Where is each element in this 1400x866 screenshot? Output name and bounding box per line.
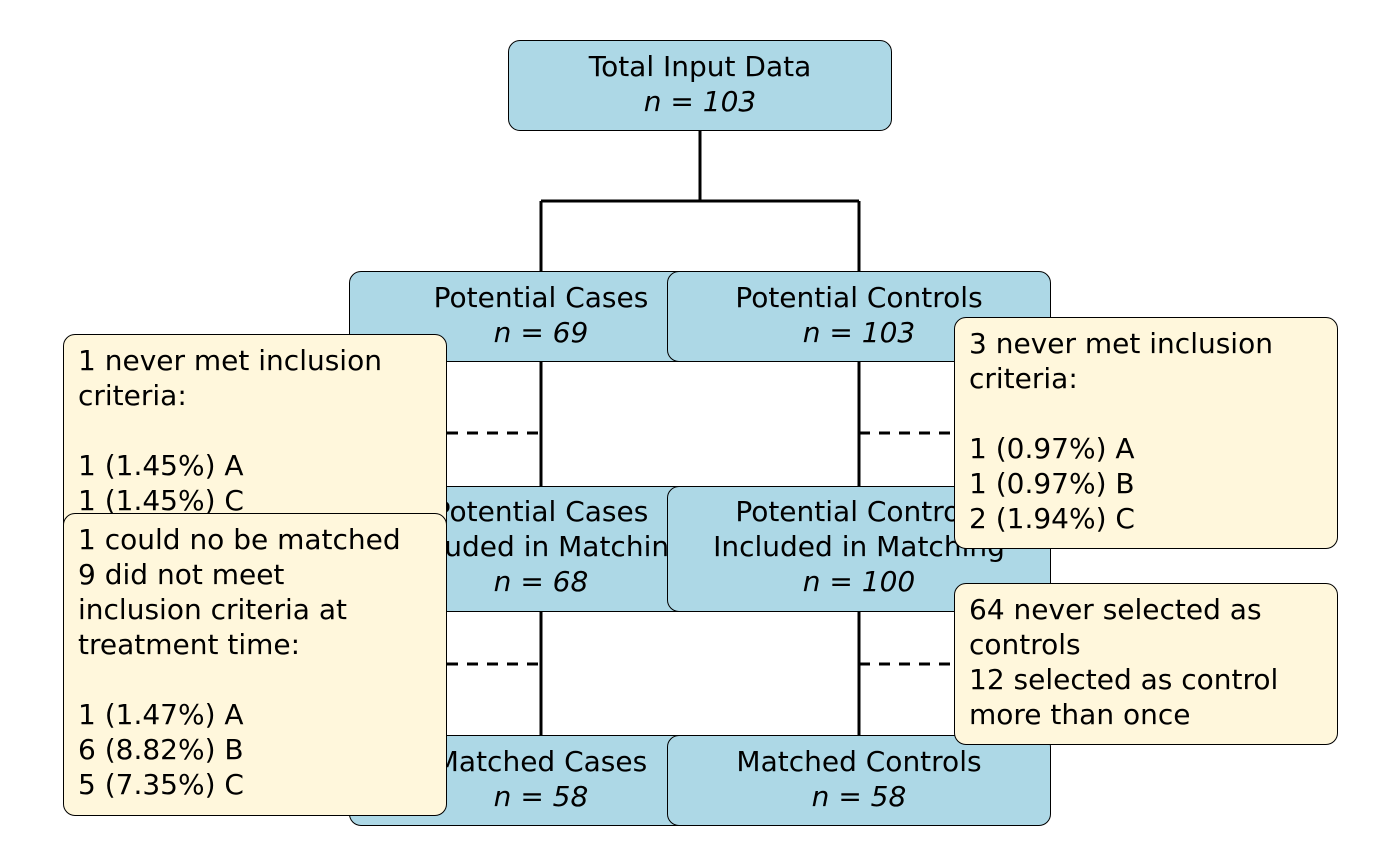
note-item: 1 (1.47%) A: [78, 698, 244, 731]
node-count: n = 103: [643, 85, 757, 118]
node-count: n = 103: [802, 316, 916, 349]
node-count: n = 69: [493, 316, 589, 349]
note-item: 1 (1.45%) C: [78, 484, 244, 517]
note-line: 9 did not meet: [78, 558, 285, 591]
node-title: Potential Cases: [433, 281, 649, 314]
node-title: Total Input Data: [588, 50, 812, 83]
cases-matching-exclusion-note: 1 could no be matched 9 did not meet inc…: [63, 513, 447, 816]
note-line: 1 could no be matched: [78, 523, 401, 556]
note-line: 64 never selected as: [969, 593, 1262, 626]
note-line: 12 selected as control: [969, 663, 1279, 696]
note-line: criteria:: [78, 379, 187, 412]
node-count: n = 58: [493, 780, 589, 813]
note-line: 3 never met inclusion: [969, 327, 1273, 360]
note-item: 1 (0.97%) A: [969, 432, 1135, 465]
controls-inclusion-exclusion-note: 3 never met inclusion criteria: 1 (0.97%…: [954, 317, 1338, 549]
note-item: 5 (7.35%) C: [78, 768, 244, 801]
note-line: treatment time:: [78, 628, 301, 661]
note-item: 6 (8.82%) B: [78, 733, 244, 766]
node-title: Matched Controls: [736, 745, 982, 778]
potential-controls-node: Potential Controls n = 103: [667, 271, 1051, 362]
node-count: n = 68: [493, 565, 589, 598]
controls-matching-exclusion-note: 64 never selected as controls 12 selecte…: [954, 583, 1338, 745]
node-count: n = 58: [811, 780, 907, 813]
node-count: n = 100: [802, 565, 916, 598]
node-title: Potential Cases: [433, 495, 649, 528]
note-line: 1 never met inclusion: [78, 344, 382, 377]
node-title: Potential Controls: [735, 281, 983, 314]
note-line: controls: [969, 628, 1081, 661]
node-title: Potential Controls: [735, 495, 983, 528]
cases-inclusion-exclusion-note: 1 never met inclusion criteria: 1 (1.45%…: [63, 334, 447, 534]
note-line: inclusion criteria at: [78, 593, 347, 626]
note-item: 1 (0.97%) B: [969, 467, 1135, 500]
matched-controls-node: Matched Controls n = 58: [667, 735, 1051, 826]
node-title: Matched Cases: [434, 745, 648, 778]
note-line: criteria:: [969, 362, 1078, 395]
note-item: 2 (1.94%) C: [969, 502, 1135, 535]
note-line: more than once: [969, 698, 1191, 731]
note-item: 1 (1.45%) A: [78, 449, 244, 482]
total-input-node: Total Input Data n = 103: [508, 40, 892, 131]
